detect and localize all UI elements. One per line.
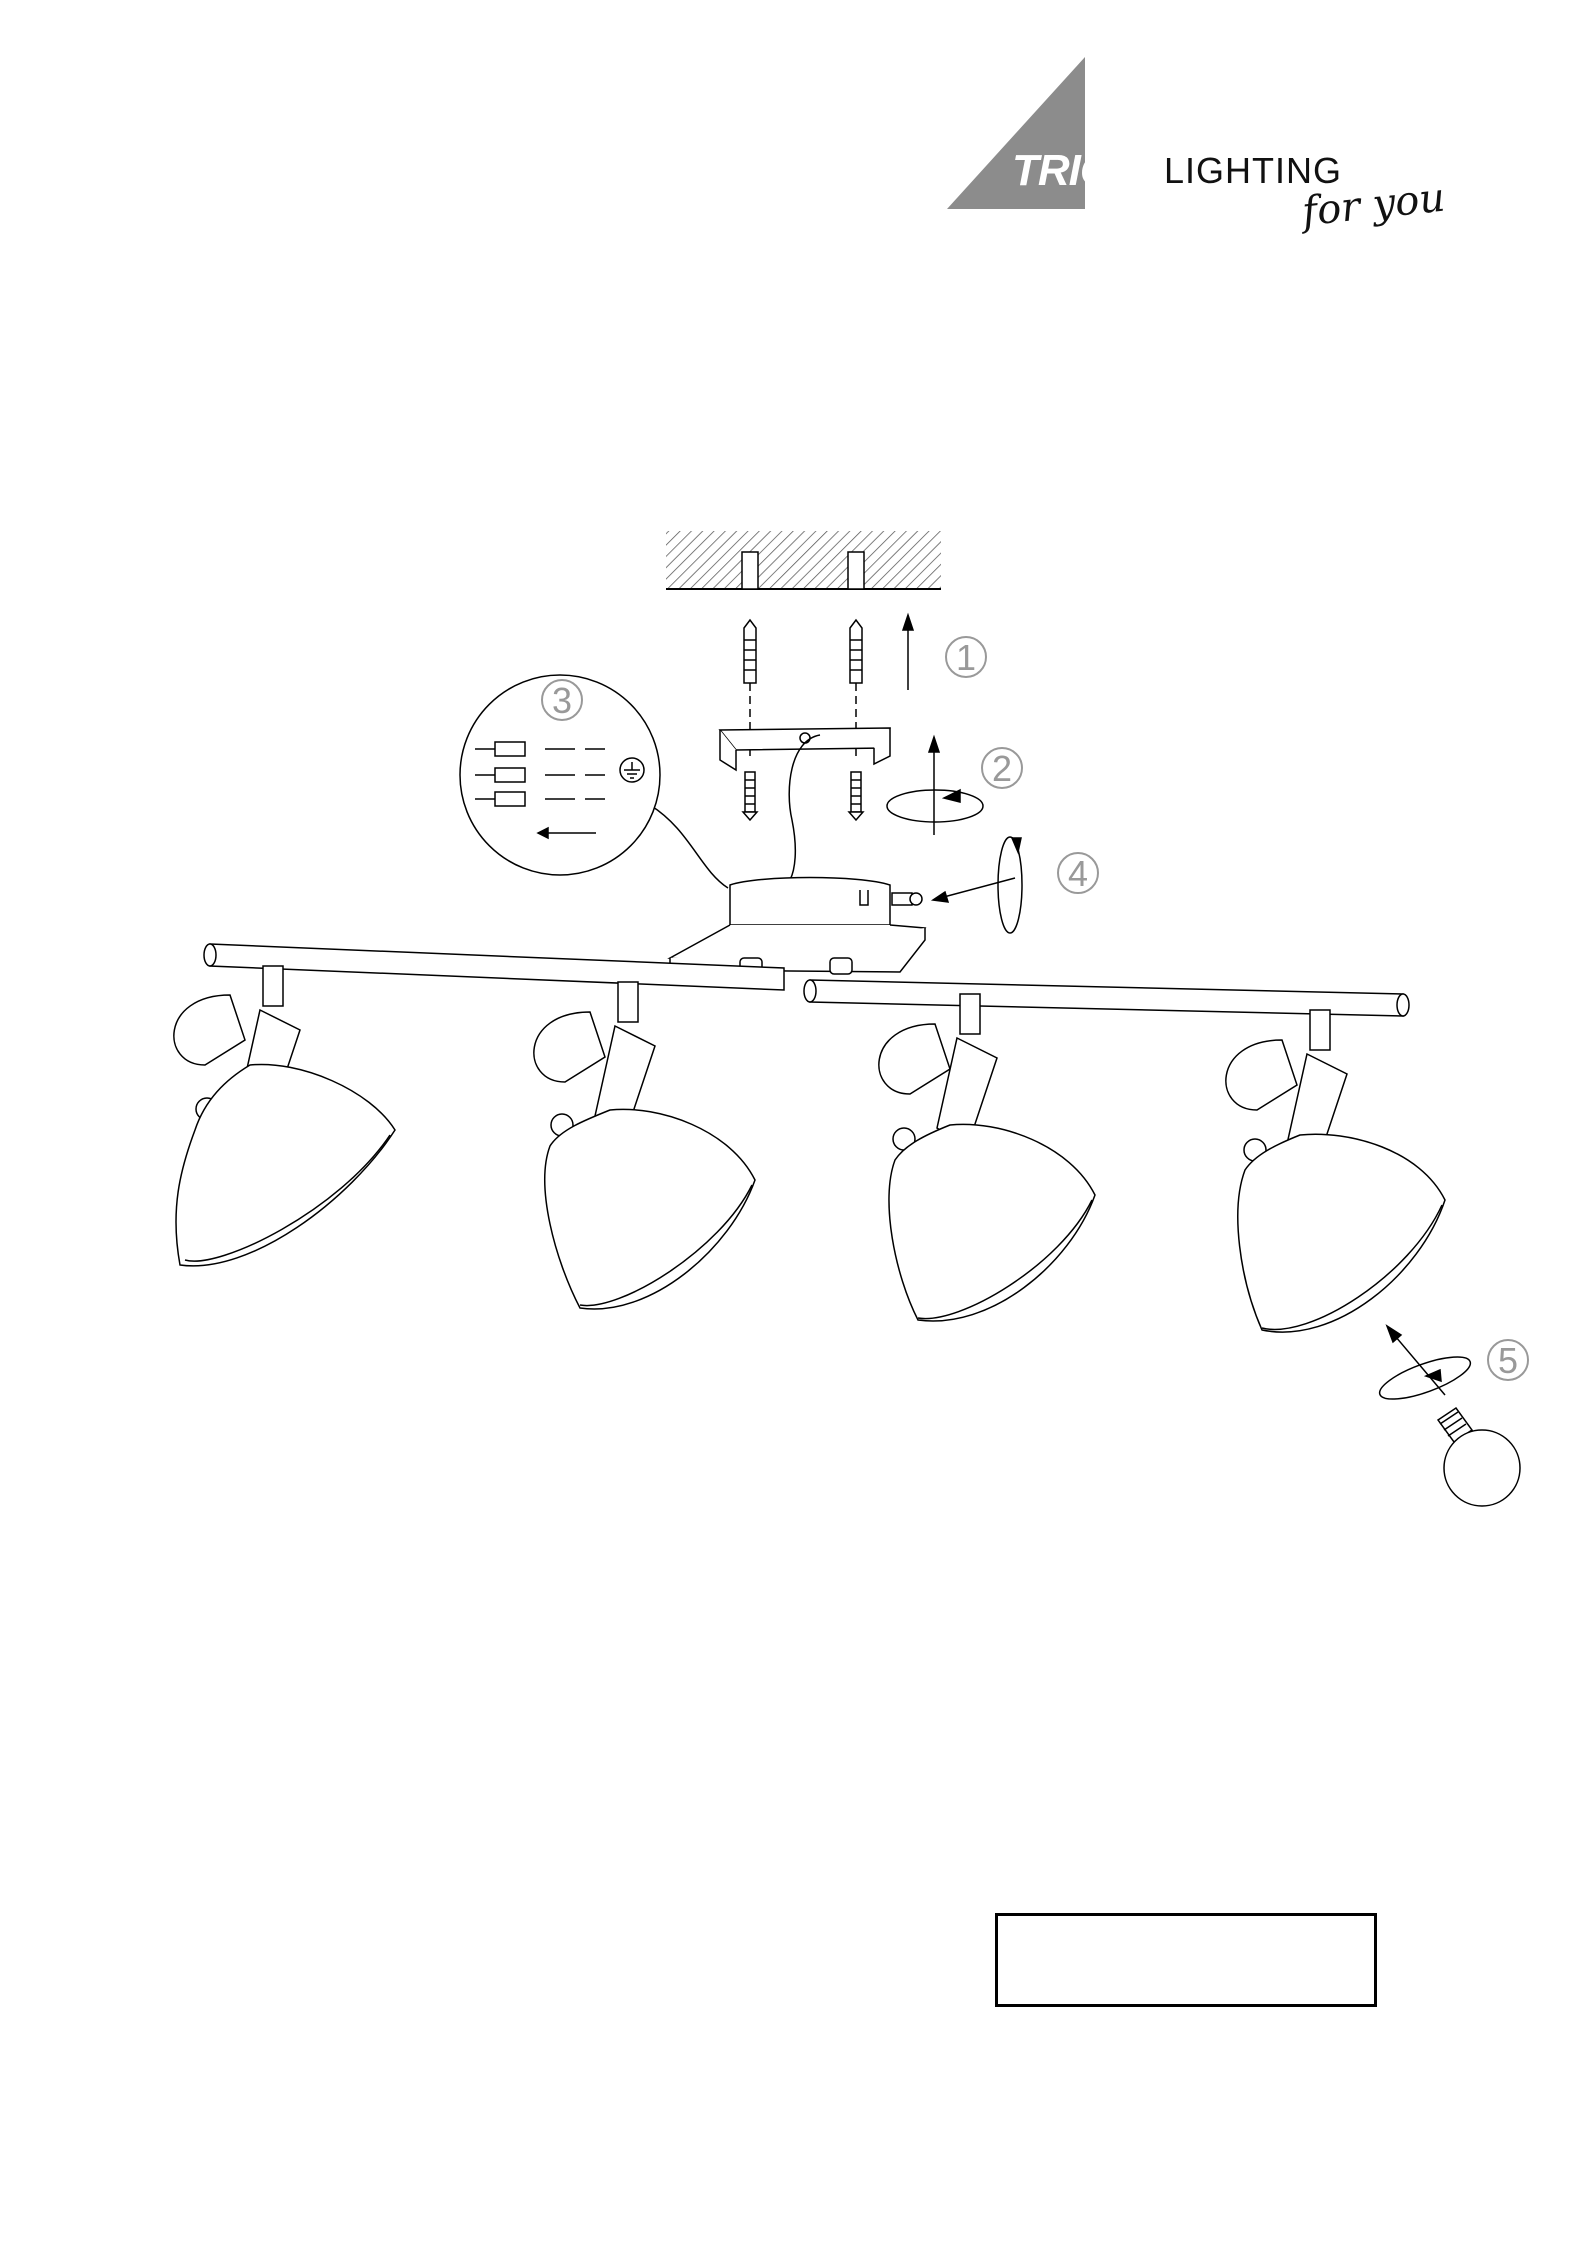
earth-wire [789, 735, 820, 880]
spotlight-3 [879, 994, 1095, 1321]
screws [743, 772, 863, 820]
label-box [995, 1913, 1377, 2007]
arrow-step2 [887, 737, 983, 835]
side-screw [892, 893, 922, 905]
logo-word: LIGHTING [1164, 150, 1342, 192]
svg-text:5: 5 [1498, 1340, 1518, 1381]
spotlight-2 [534, 982, 755, 1309]
earth-symbol-icon [620, 758, 644, 782]
arrow-step5 [1375, 1326, 1475, 1408]
ceiling [666, 531, 941, 589]
step-5-marker: 5 [1488, 1340, 1528, 1381]
logo-brand: TRIO [1012, 146, 1113, 196]
step-2-marker: 2 [982, 748, 1022, 789]
spotlight-1 [174, 966, 395, 1266]
wiring-detail-callout [460, 675, 728, 888]
arrow-step4 [933, 837, 1022, 933]
svg-text:1: 1 [956, 637, 976, 678]
canopy [670, 878, 925, 975]
svg-text:4: 4 [1068, 853, 1088, 894]
svg-text:2: 2 [992, 748, 1012, 789]
mounting-bracket [720, 728, 890, 770]
arrow-step1 [903, 615, 913, 690]
step-1-marker: 1 [946, 637, 986, 678]
spotlight-4 [1226, 1010, 1445, 1332]
step-4-marker: 4 [1058, 853, 1098, 894]
light-bulb [1438, 1408, 1520, 1506]
svg-text:3: 3 [552, 680, 572, 721]
